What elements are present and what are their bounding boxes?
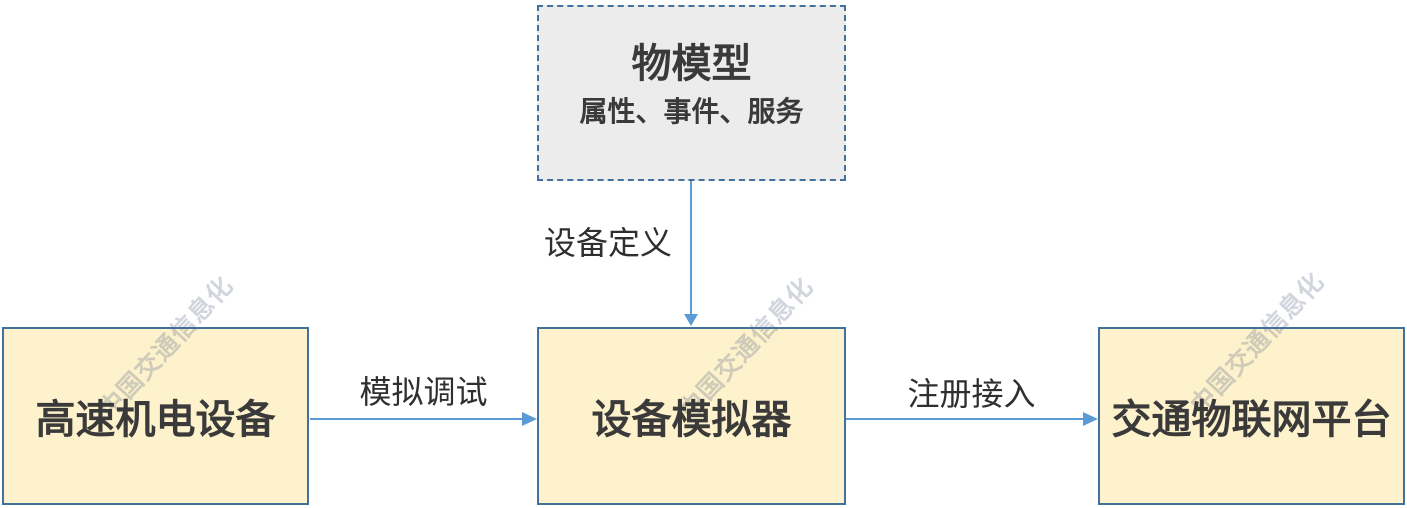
node-device-simulator-label: 设备模拟器 (591, 398, 792, 442)
arrow-register-head (1083, 412, 1098, 426)
thing-model-title: 物模型 (631, 42, 752, 86)
node-iot-platform: 交通物联网平台 (1098, 327, 1405, 505)
node-highspeed-equipment-label: 高速机电设备 (35, 398, 276, 442)
arrow-register-line (846, 418, 1084, 420)
arrow-simulate-head (522, 412, 537, 426)
arrow-simulate-line (310, 418, 523, 420)
thing-model-box: 物模型 属性、事件、服务 (537, 5, 846, 181)
arrow-define-line (690, 181, 692, 316)
thing-model-subtitle: 属性、事件、服务 (579, 96, 804, 127)
node-highspeed-equipment: 高速机电设备 (2, 327, 309, 505)
node-device-simulator: 设备模拟器 (537, 327, 846, 505)
node-iot-platform-label: 交通物联网平台 (1111, 398, 1392, 442)
edge-label-register: 注册接入 (907, 376, 1036, 412)
edge-label-define: 设备定义 (543, 225, 672, 261)
edge-label-simulate: 模拟调试 (359, 374, 488, 410)
arrow-define-head (684, 314, 698, 326)
